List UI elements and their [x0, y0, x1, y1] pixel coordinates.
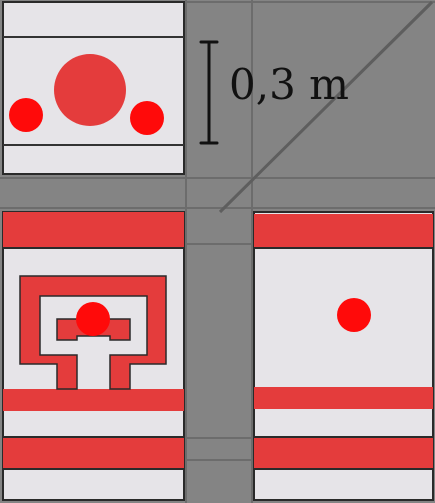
tile-top-left — [2, 1, 185, 175]
large-red-circle — [54, 54, 126, 126]
red-band-bottom — [3, 437, 184, 469]
dimension-marker — [199, 40, 219, 145]
small-red-circle-left — [9, 98, 43, 132]
meander-red-dot — [76, 302, 110, 336]
red-band-middle-right — [254, 387, 433, 409]
red-band-top-right — [254, 214, 433, 248]
right-tile-red-dot — [337, 298, 371, 332]
red-band-top — [3, 212, 184, 248]
dimension-label: 0,3 m — [229, 60, 349, 109]
small-red-circle-right — [130, 101, 164, 135]
red-band-bottom-right — [254, 437, 433, 469]
red-band-middle — [3, 389, 184, 411]
tile-bottom-right — [253, 211, 434, 501]
diagonal-line — [218, 0, 434, 214]
tile-bottom-left — [2, 211, 185, 501]
